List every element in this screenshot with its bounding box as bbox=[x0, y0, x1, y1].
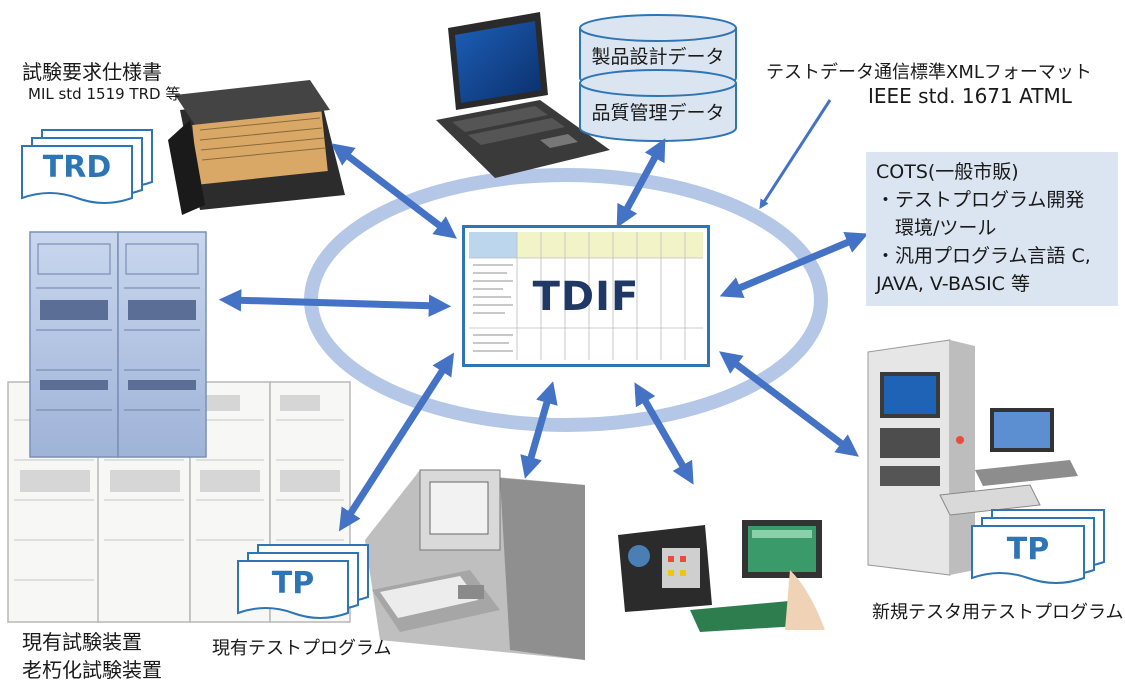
trd-doc-label: TRD bbox=[42, 150, 112, 185]
arrow-existing-tp-tdif bbox=[338, 352, 455, 532]
existing-tp-caption: 現有テストプログラム bbox=[212, 638, 392, 659]
arrow-design-data-tdif bbox=[616, 138, 666, 228]
tdif-center-box: TDIF bbox=[462, 225, 710, 367]
legacy-line2: 老朽化試験装置 bbox=[22, 658, 162, 682]
connector-arrows bbox=[218, 138, 869, 532]
arrow-cots-tdif bbox=[719, 232, 869, 298]
new-tester-caption: 新規テスタ用テストプログラム bbox=[872, 602, 1124, 623]
cots-box: COTS(一般市販) ・テストプログラム開発 環境/ツール ・汎用プログラム言語… bbox=[866, 152, 1118, 306]
new-tp-doc-label: TP bbox=[1006, 532, 1050, 567]
standard-line2: IEEE std. 1671 ATML bbox=[868, 84, 1072, 108]
standard-line1: テストデータ通信標準XMLフォーマット bbox=[766, 62, 1092, 83]
trd-binders-illustration bbox=[168, 80, 345, 215]
product-design-data-label: 製品設計データ bbox=[591, 46, 725, 68]
arrow-station-tdif bbox=[520, 381, 558, 479]
cots-line: ・テストプログラム開発 bbox=[876, 189, 1085, 211]
trd-document-stack bbox=[21, 129, 153, 204]
legacy-line1: 現有試験装置 bbox=[22, 630, 142, 654]
arrow-board-tester-tdif bbox=[634, 382, 694, 485]
cots-line: ・汎用プログラム言語 C, bbox=[876, 245, 1091, 267]
cots-line: JAVA, V-BASIC 等 bbox=[876, 273, 1030, 295]
arrow-new-tester-tdif bbox=[719, 351, 859, 457]
quality-management-data-label: 品質管理データ bbox=[591, 102, 725, 124]
arrow-trd-tdif bbox=[331, 143, 457, 239]
trd-subtitle: MIL std 1519 TRD 等 bbox=[28, 85, 181, 103]
new-tester-rack-illustration bbox=[867, 339, 1078, 576]
existing-test-station-illustration bbox=[365, 469, 585, 660]
standard-pointer-arrow bbox=[759, 99, 832, 210]
new-tp-document-stack bbox=[971, 509, 1105, 584]
trd-title: 試験要求仕様書 bbox=[22, 60, 162, 84]
cots-line: COTS(一般市販) bbox=[876, 161, 1019, 183]
existing-tp-document-stack bbox=[237, 544, 369, 619]
existing-tp-doc-label: TP bbox=[271, 566, 315, 601]
laptop-illustration bbox=[436, 12, 610, 178]
tdif-label: TDIF bbox=[532, 274, 640, 320]
database-cylinders bbox=[579, 14, 737, 142]
tdif-table-thumbnail bbox=[469, 232, 703, 360]
arrow-legacy-tdif bbox=[218, 289, 452, 317]
cots-line: 環境/ツール bbox=[876, 217, 997, 239]
board-tester-illustration bbox=[612, 510, 827, 632]
